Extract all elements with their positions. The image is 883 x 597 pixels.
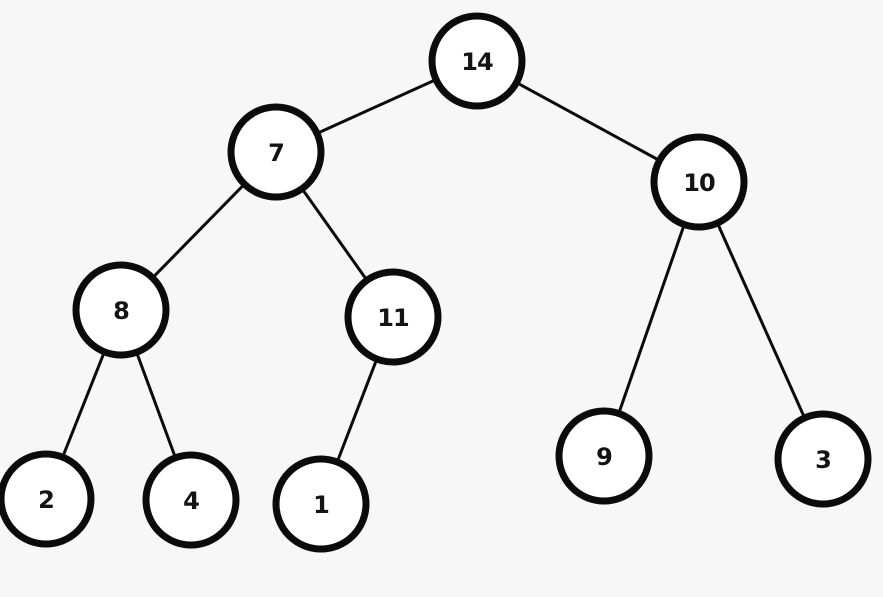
tree-node-3[interactable]: 3 [774, 410, 872, 508]
tree-node-circle-1[interactable] [272, 455, 370, 553]
tree-node-label-3: 3 [815, 446, 831, 474]
tree-node-circle-9[interactable] [555, 407, 653, 505]
tree-edge-10-3 [697, 181, 825, 460]
tree-node-circle-4[interactable] [142, 451, 240, 549]
tree-node-label-10: 10 [683, 169, 715, 197]
tree-node-label-8: 8 [113, 297, 129, 325]
tree-node-7[interactable]: 7 [227, 103, 325, 201]
tree-node-14[interactable]: 14 [428, 12, 526, 110]
tree-node-circle-8[interactable] [72, 261, 170, 359]
tree-node-1[interactable]: 1 [272, 455, 370, 553]
tree-node-10[interactable]: 10 [650, 133, 748, 231]
tree-node-9[interactable]: 9 [555, 407, 653, 505]
tree-node-circle-10[interactable] [650, 133, 748, 231]
tree-node-circle-14[interactable] [428, 12, 526, 110]
tree-node-label-2: 2 [38, 486, 54, 514]
tree-node-4[interactable]: 4 [142, 451, 240, 549]
tree-node-circle-2[interactable] [0, 450, 95, 548]
tree-node-8[interactable]: 8 [72, 261, 170, 359]
tree-node-label-14: 14 [461, 48, 493, 76]
tree-node-label-1: 1 [313, 491, 329, 519]
tree-node-circle-3[interactable] [774, 410, 872, 508]
tree-node-circle-7[interactable] [227, 103, 325, 201]
tree-node-11[interactable]: 11 [344, 268, 442, 366]
tree-node-2[interactable]: 2 [0, 450, 95, 548]
tree-node-label-11: 11 [377, 304, 409, 332]
tree-node-circle-11[interactable] [344, 268, 442, 366]
tree-node-label-4: 4 [183, 487, 199, 515]
tree-node-label-9: 9 [596, 443, 612, 471]
tree-node-label-7: 7 [268, 139, 284, 167]
